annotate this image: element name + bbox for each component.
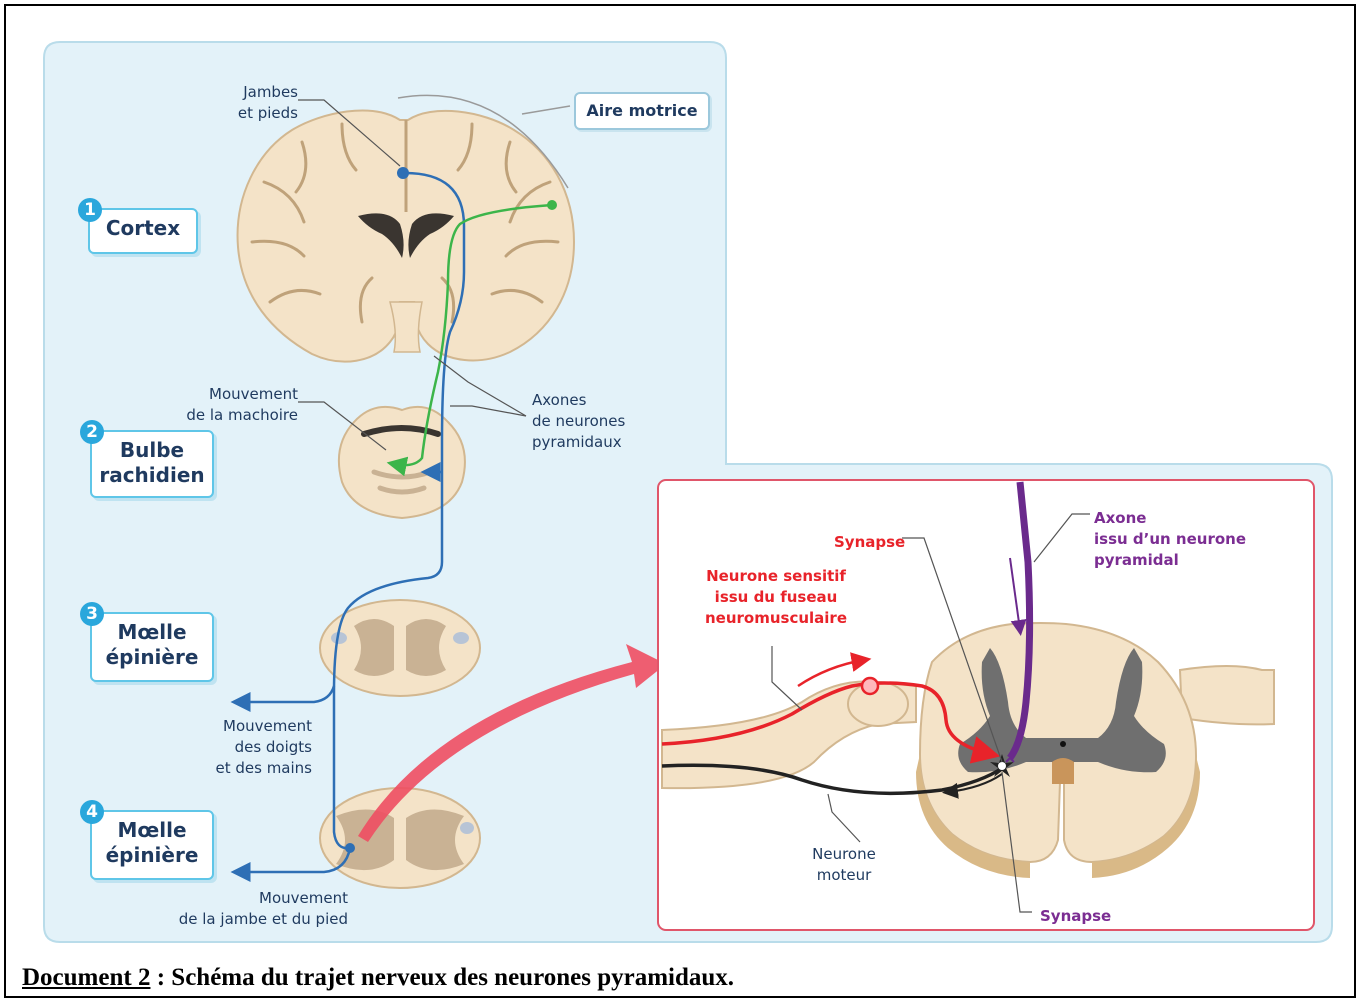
- label-synapse-top: Synapse: [834, 532, 905, 553]
- caption-text: : Schéma du trajet nerveux des neurones …: [150, 964, 734, 991]
- label-aire-motrice: Aire motrice: [574, 92, 710, 130]
- brain-section: [238, 111, 574, 362]
- label-jambes-pieds: Jambes et pieds: [212, 82, 298, 124]
- stage-box-moelle-3: Mœlle épinière: [90, 612, 214, 682]
- stage-number-2: 2: [80, 420, 104, 444]
- label-neurone-moteur: Neurone moteur: [804, 844, 884, 886]
- label-synapse-bottom: Synapse: [1040, 906, 1111, 927]
- stage-box-cortex: Cortex: [88, 208, 198, 254]
- label-mouvement-jambe: Mouvement de la jambe et du pied: [156, 888, 348, 930]
- label-axones: Axones de neurones pyramidaux: [532, 390, 625, 453]
- label-neurone-sensitif: Neurone sensitif issu du fuseau neuromus…: [696, 566, 856, 629]
- stage-box-bulbe: Bulbe rachidien: [90, 430, 214, 498]
- document-caption: Document 2 : Schéma du trajet nerveux de…: [22, 964, 734, 992]
- label-mouvement-doigts: Mouvement des doigts et des mains: [186, 716, 312, 779]
- caption-prefix: Document 2: [22, 964, 150, 991]
- spinal-cord-section-4: [320, 788, 480, 888]
- stage-box-moelle-4: Mœlle épinière: [90, 810, 214, 880]
- stage-number-1: 1: [78, 198, 102, 222]
- label-axone-pyramidal: Axone issu d’un neurone pyramidal: [1094, 508, 1246, 571]
- stage-number-3: 3: [80, 602, 104, 626]
- medulla-section: [339, 407, 465, 518]
- document-frame: Jambes et pieds Aire motrice Axones de n…: [4, 4, 1356, 998]
- label-mouvement-machoire: Mouvement de la machoire: [174, 384, 298, 426]
- stage-number-4: 4: [80, 800, 104, 824]
